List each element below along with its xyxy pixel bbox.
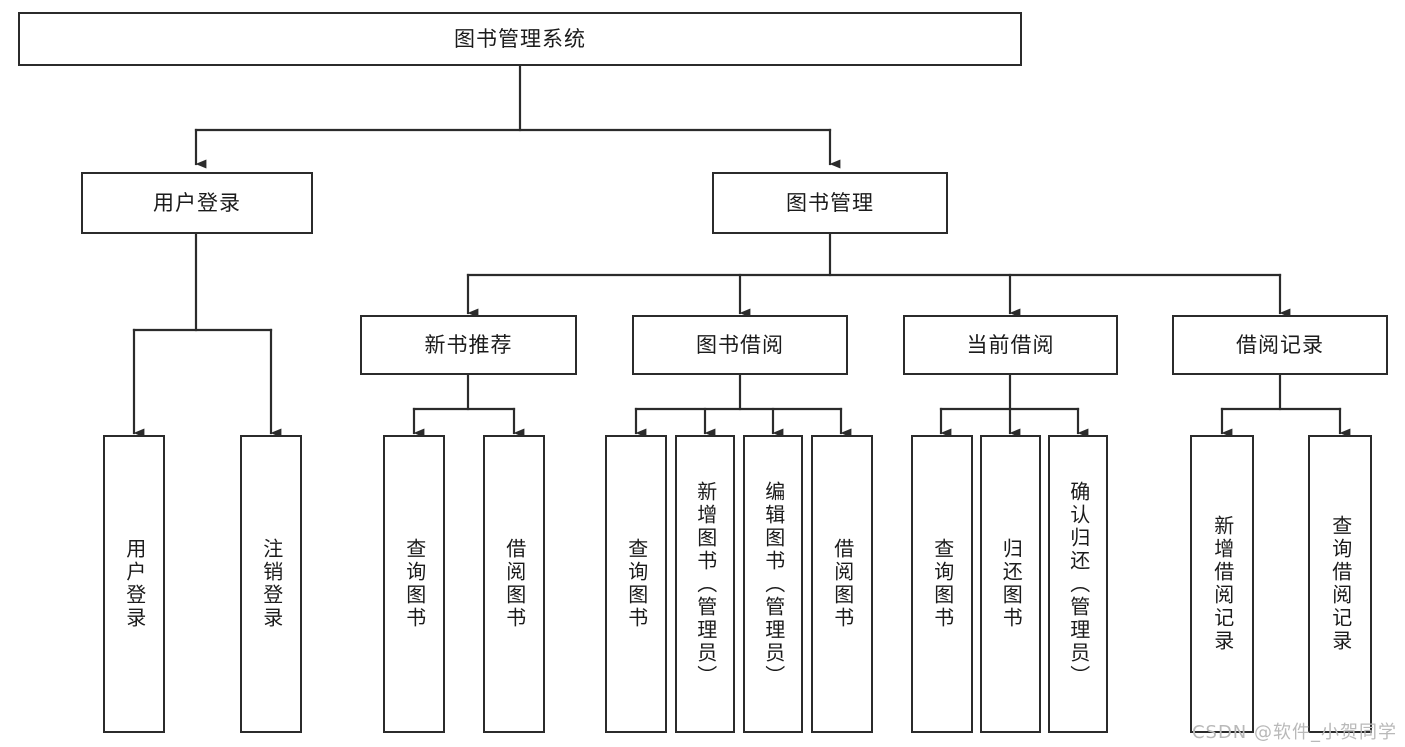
leaf-borrow-add-book-admin[interactable]: 新增图书（管理员） xyxy=(675,435,735,733)
csdn-watermark: CSDN @软件_小贺同学 xyxy=(1191,722,1397,743)
node-book-management-label: 图书管理 xyxy=(786,190,874,215)
node-root[interactable]: 图书管理系统 xyxy=(18,12,1022,66)
leaf-record-add-record[interactable]: 新增借阅记录 xyxy=(1190,435,1254,733)
node-new-book-recommend-label: 新书推荐 xyxy=(424,332,513,357)
node-book-borrow[interactable]: 图书借阅 xyxy=(632,315,848,375)
leaf-borrow-add-book-admin-label: 新增图书（管理员） xyxy=(693,480,718,688)
leaf-borrow-edit-book-admin-label: 编辑图书（管理员） xyxy=(761,480,786,688)
node-current-borrow-label: 当前借阅 xyxy=(966,332,1055,357)
leaf-user-login[interactable]: 用户登录 xyxy=(103,435,165,733)
leaf-record-query-record-label: 查询借阅记录 xyxy=(1328,515,1353,653)
leaf-newbook-query-book-label: 查询图书 xyxy=(402,538,427,630)
leaf-record-add-record-label: 新增借阅记录 xyxy=(1210,515,1235,653)
node-new-book-recommend[interactable]: 新书推荐 xyxy=(360,315,577,375)
leaf-current-query-book[interactable]: 查询图书 xyxy=(911,435,973,733)
leaf-newbook-borrow-book[interactable]: 借阅图书 xyxy=(483,435,545,733)
leaf-borrow-query-book-label: 查询图书 xyxy=(624,538,649,630)
leaf-current-return-book-label: 归还图书 xyxy=(999,538,1024,630)
leaf-record-query-record[interactable]: 查询借阅记录 xyxy=(1308,435,1372,733)
node-current-borrow[interactable]: 当前借阅 xyxy=(903,315,1118,375)
node-book-borrow-label: 图书借阅 xyxy=(696,332,784,357)
node-book-management[interactable]: 图书管理 xyxy=(712,172,948,234)
leaf-user-login-label: 用户登录 xyxy=(122,538,147,630)
node-borrow-record-label: 借阅记录 xyxy=(1236,332,1324,357)
leaf-borrow-edit-book-admin[interactable]: 编辑图书（管理员） xyxy=(743,435,803,733)
node-user-login-label: 用户登录 xyxy=(153,190,241,215)
leaf-current-confirm-return-admin[interactable]: 确认归还（管理员） xyxy=(1048,435,1108,733)
leaf-current-return-book[interactable]: 归还图书 xyxy=(980,435,1041,733)
leaf-newbook-query-book[interactable]: 查询图书 xyxy=(383,435,445,733)
leaf-current-query-book-label: 查询图书 xyxy=(930,538,955,630)
leaf-borrow-query-book[interactable]: 查询图书 xyxy=(605,435,667,733)
leaf-current-confirm-return-admin-label: 确认归还（管理员） xyxy=(1066,480,1091,688)
leaf-borrow-borrow-book[interactable]: 借阅图书 xyxy=(811,435,873,733)
leaf-logout-label: 注销登录 xyxy=(259,538,284,630)
node-user-login[interactable]: 用户登录 xyxy=(81,172,313,234)
node-root-label: 图书管理系统 xyxy=(454,26,586,51)
leaf-borrow-borrow-book-label: 借阅图书 xyxy=(830,538,855,630)
leaf-logout[interactable]: 注销登录 xyxy=(240,435,302,733)
node-borrow-record[interactable]: 借阅记录 xyxy=(1172,315,1388,375)
leaf-newbook-borrow-book-label: 借阅图书 xyxy=(502,538,527,630)
